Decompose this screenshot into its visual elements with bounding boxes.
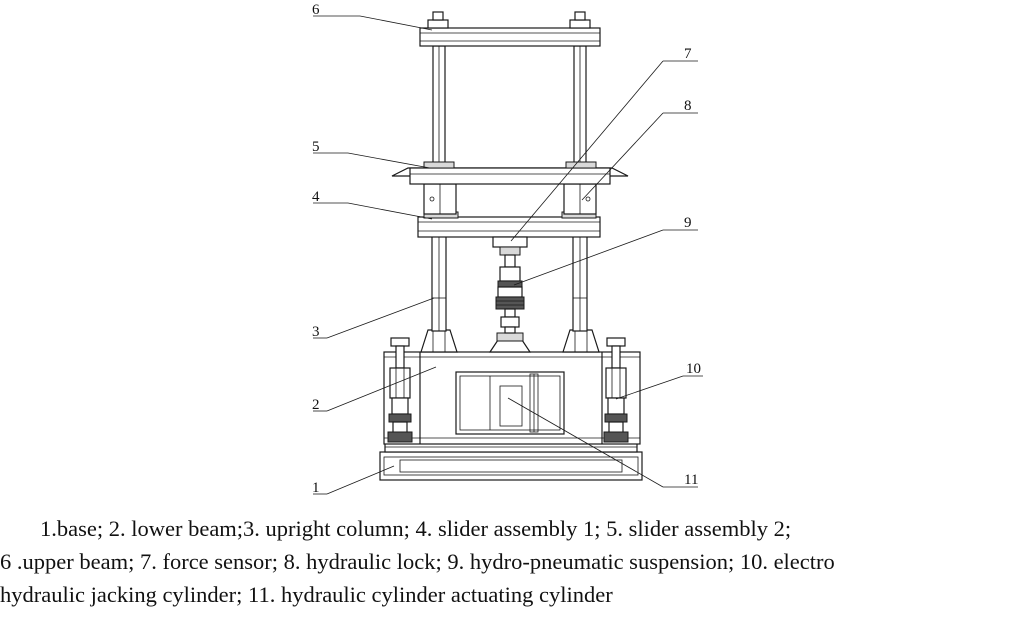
caption-line-3: hydraulic jacking cylinder; 11. hydrauli… — [0, 582, 613, 607]
callout-4: 4 — [312, 189, 320, 205]
jacking-cylinder-left — [387, 337, 413, 443]
hydro-pneumatic-suspension — [495, 254, 525, 334]
callout-11: 11 — [684, 472, 698, 488]
jacking-cylinder-right — [603, 337, 629, 443]
caption-line-2: 6 .upper beam; 7. force sensor; 8. hydra… — [0, 549, 835, 574]
callout-1: 1 — [312, 480, 320, 496]
callout-3: 3 — [312, 324, 320, 340]
upper-beam — [419, 11, 601, 47]
force-sensor — [492, 236, 528, 256]
column-feet — [420, 329, 600, 353]
callout-6: 6 — [312, 2, 320, 18]
callout-10: 10 — [686, 361, 701, 377]
callout-2: 2 — [312, 397, 320, 413]
caption-line-1: 1.base; 2. lower beam;3. upright column;… — [40, 516, 792, 541]
test-rig-drawing: 6 5 4 3 2 1 7 8 9 10 11 — [312, 2, 703, 496]
hydraulic-lock — [423, 183, 597, 215]
figure-caption: 1.base; 2. lower beam;3. upright column;… — [0, 512, 1016, 611]
leader-lines — [313, 15, 703, 495]
callout-8: 8 — [684, 98, 692, 114]
callout-5: 5 — [312, 139, 320, 155]
callout-7: 7 — [684, 46, 692, 62]
callout-9: 9 — [684, 215, 692, 231]
lower-beam — [383, 351, 641, 445]
callout-labels: 6 5 4 3 2 1 7 8 9 10 11 — [312, 2, 701, 496]
slider-assembly-2 — [391, 161, 629, 185]
slider-assembly-1 — [417, 211, 601, 238]
base — [379, 442, 643, 481]
